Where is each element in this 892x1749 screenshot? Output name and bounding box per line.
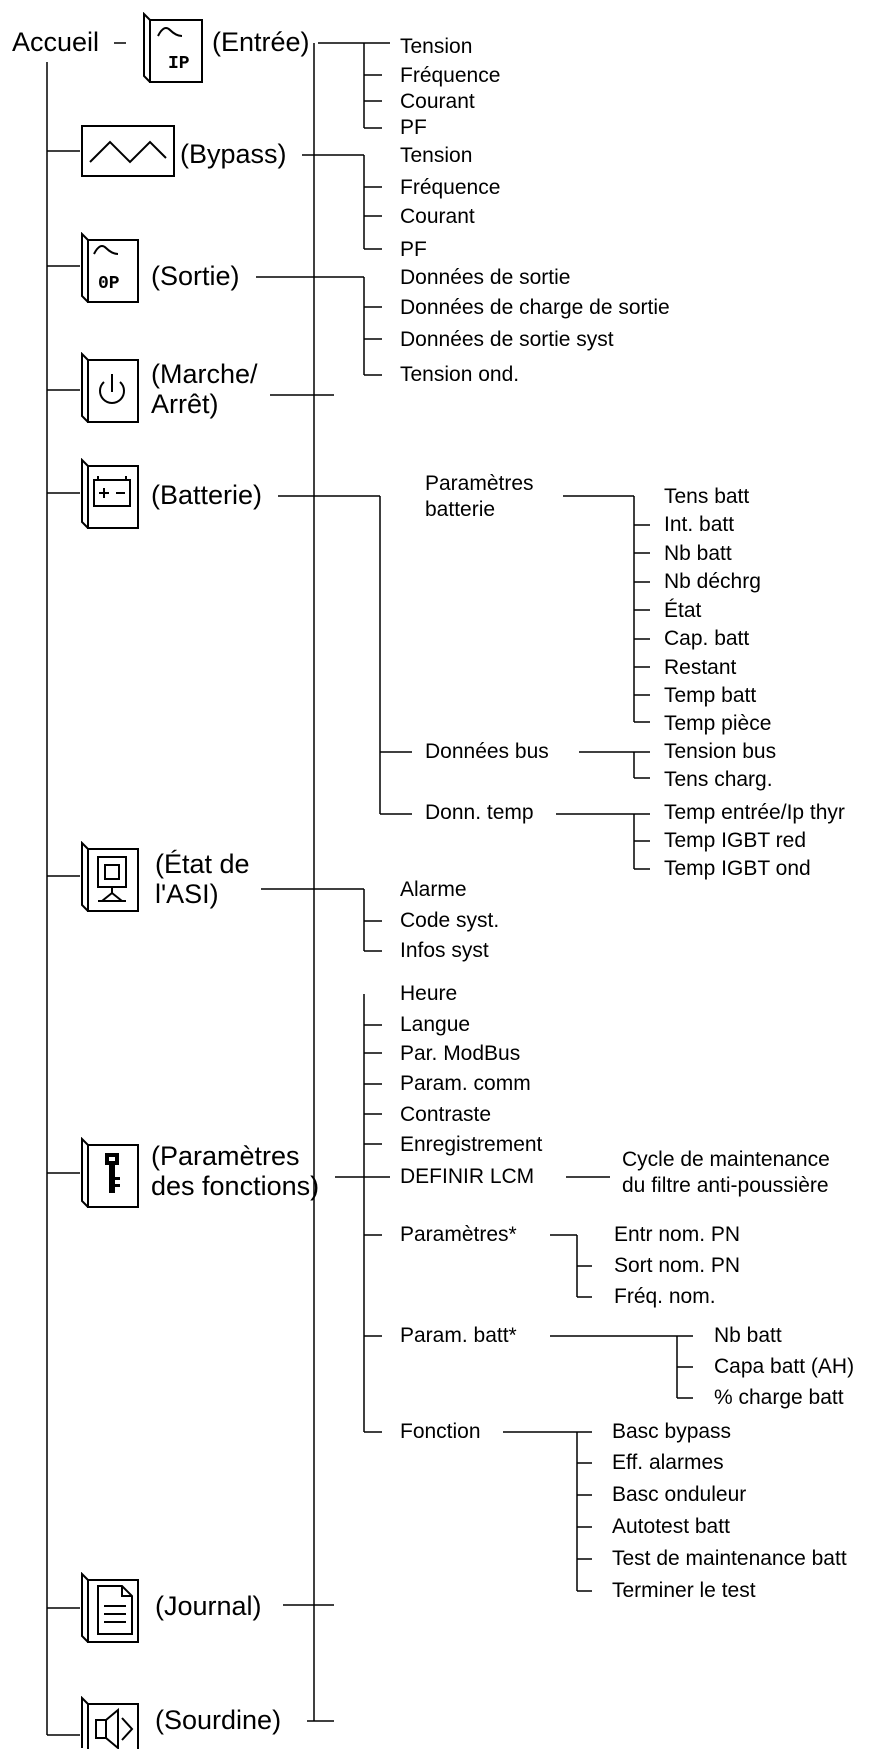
batterie-item-nb-dechrg[interactable]: Nb déchrg bbox=[664, 570, 761, 593]
batterie-group-parametres[interactable]: Paramètres batterie bbox=[425, 472, 534, 521]
key-settings-icon[interactable] bbox=[80, 1137, 144, 1211]
params-group-fonction[interactable]: Fonction bbox=[400, 1420, 481, 1443]
category-bypass-label[interactable]: (Bypass) bbox=[180, 139, 287, 169]
input-icon-text: IP bbox=[168, 54, 190, 74]
batterie-group-donnees-bus[interactable]: Données bus bbox=[425, 740, 549, 763]
output-icon-text: 0P bbox=[98, 274, 120, 294]
category-entree-label[interactable]: (Entrée) bbox=[212, 27, 310, 57]
ups-status-icon[interactable] bbox=[80, 841, 144, 915]
params-item-contraste[interactable]: Contraste bbox=[400, 1103, 492, 1126]
params-item-charge-batt[interactable]: % charge batt bbox=[714, 1386, 844, 1409]
params-item-par-modbus[interactable]: Par. ModBus bbox=[400, 1042, 521, 1065]
batterie-item-temp-igbt-ond[interactable]: Temp IGBT ond bbox=[664, 857, 811, 880]
batterie-item-tens-charg[interactable]: Tens charg. bbox=[664, 768, 773, 791]
batterie-group-donn-temp[interactable]: Donn. temp bbox=[425, 801, 534, 824]
sortie-item-donnees-syst[interactable]: Données de sortie syst bbox=[400, 328, 614, 351]
params-lcm-detail[interactable]: Cycle de maintenance du filtre anti-pous… bbox=[622, 1148, 830, 1197]
sortie-item-tension-ond[interactable]: Tension ond. bbox=[400, 363, 520, 386]
root-home-label: Accueil bbox=[12, 27, 100, 57]
batterie-item-tens-batt[interactable]: Tens batt bbox=[664, 485, 750, 508]
batterie-item-int-batt[interactable]: Int. batt bbox=[664, 513, 735, 536]
mute-speaker-icon[interactable] bbox=[80, 1696, 144, 1749]
category-marche-arret-label[interactable]: (Marche/ Arrêt) bbox=[151, 359, 258, 419]
params-item-langue[interactable]: Langue bbox=[400, 1013, 471, 1036]
category-sourdine-label[interactable]: (Sourdine) bbox=[155, 1705, 282, 1735]
input-wave-icon[interactable]: IP bbox=[142, 12, 210, 86]
bypass-item-tension[interactable]: Tension bbox=[400, 144, 473, 167]
params-item-sort-nom-pn[interactable]: Sort nom. PN bbox=[614, 1254, 741, 1277]
batterie-item-temp-entree[interactable]: Temp entrée/Ip thyr bbox=[664, 801, 845, 824]
batterie-item-temp-batt[interactable]: Temp batt bbox=[664, 684, 757, 707]
batterie-item-restant[interactable]: Restant bbox=[664, 656, 737, 679]
params-item-eff-alarmes[interactable]: Eff. alarmes bbox=[612, 1451, 724, 1474]
category-parametres-fonctions-label[interactable]: (Paramètres des fonctions) bbox=[151, 1141, 320, 1201]
params-item-nb-batt[interactable]: Nb batt bbox=[714, 1324, 782, 1347]
batterie-item-etat[interactable]: État bbox=[664, 599, 702, 622]
entree-item-courant[interactable]: Courant bbox=[400, 90, 475, 113]
bypass-item-courant[interactable]: Courant bbox=[400, 205, 475, 228]
power-icon[interactable] bbox=[80, 352, 144, 426]
params-item-capa-batt[interactable]: Capa batt (AH) bbox=[714, 1355, 855, 1378]
params-item-basc-onduleur[interactable]: Basc onduleur bbox=[612, 1483, 747, 1506]
output-wave-icon[interactable]: 0P bbox=[80, 232, 144, 306]
category-sortie-label[interactable]: (Sortie) bbox=[151, 261, 240, 291]
batterie-item-cap-batt[interactable]: Cap. batt bbox=[664, 627, 750, 650]
category-etat-asi-label[interactable]: (État de l'ASI) bbox=[155, 849, 250, 909]
bypass-item-frequence[interactable]: Fréquence bbox=[400, 176, 501, 199]
params-item-test-maintenance[interactable]: Test de maintenance batt bbox=[612, 1547, 847, 1570]
log-document-icon[interactable] bbox=[80, 1572, 144, 1646]
batterie-item-temp-piece[interactable]: Temp pièce bbox=[664, 712, 772, 735]
params-item-entr-nom-pn[interactable]: Entr nom. PN bbox=[614, 1223, 741, 1246]
sortie-item-donnees-charge[interactable]: Données de charge de sortie bbox=[400, 296, 670, 319]
params-item-enregistrement[interactable]: Enregistrement bbox=[400, 1133, 543, 1156]
sortie-item-donnees-sortie[interactable]: Données de sortie bbox=[400, 266, 571, 289]
bypass-item-pf[interactable]: PF bbox=[400, 238, 427, 261]
asi-item-infos-syst[interactable]: Infos syst bbox=[400, 939, 489, 962]
entree-item-tension[interactable]: Tension bbox=[400, 35, 473, 58]
params-item-param-comm[interactable]: Param. comm bbox=[400, 1072, 531, 1095]
bypass-wave-icon[interactable] bbox=[80, 124, 176, 178]
params-item-autotest-batt[interactable]: Autotest batt bbox=[612, 1515, 730, 1538]
params-item-basc-bypass[interactable]: Basc bypass bbox=[612, 1420, 732, 1443]
batterie-item-temp-igbt-red[interactable]: Temp IGBT red bbox=[664, 829, 806, 852]
battery-icon[interactable] bbox=[80, 458, 144, 532]
params-item-definir-lcm[interactable]: DEFINIR LCM bbox=[400, 1165, 535, 1188]
category-batterie-label[interactable]: (Batterie) bbox=[151, 480, 263, 510]
entree-item-frequence[interactable]: Fréquence bbox=[400, 64, 501, 87]
params-item-freq-nom[interactable]: Fréq. nom. bbox=[614, 1285, 716, 1308]
params-item-heure[interactable]: Heure bbox=[400, 982, 458, 1005]
params-item-terminer-test[interactable]: Terminer le test bbox=[612, 1579, 756, 1602]
batterie-item-tension-bus[interactable]: Tension bus bbox=[664, 740, 777, 763]
category-journal-label[interactable]: (Journal) bbox=[155, 1591, 262, 1621]
asi-item-alarme[interactable]: Alarme bbox=[400, 878, 467, 901]
entree-item-pf[interactable]: PF bbox=[400, 116, 427, 139]
batterie-item-nb-batt[interactable]: Nb batt bbox=[664, 542, 732, 565]
params-group-param-batt[interactable]: Param. batt* bbox=[400, 1324, 517, 1347]
asi-item-code-syst[interactable]: Code syst. bbox=[400, 909, 500, 932]
params-group-parametres[interactable]: Paramètres* bbox=[400, 1223, 517, 1246]
